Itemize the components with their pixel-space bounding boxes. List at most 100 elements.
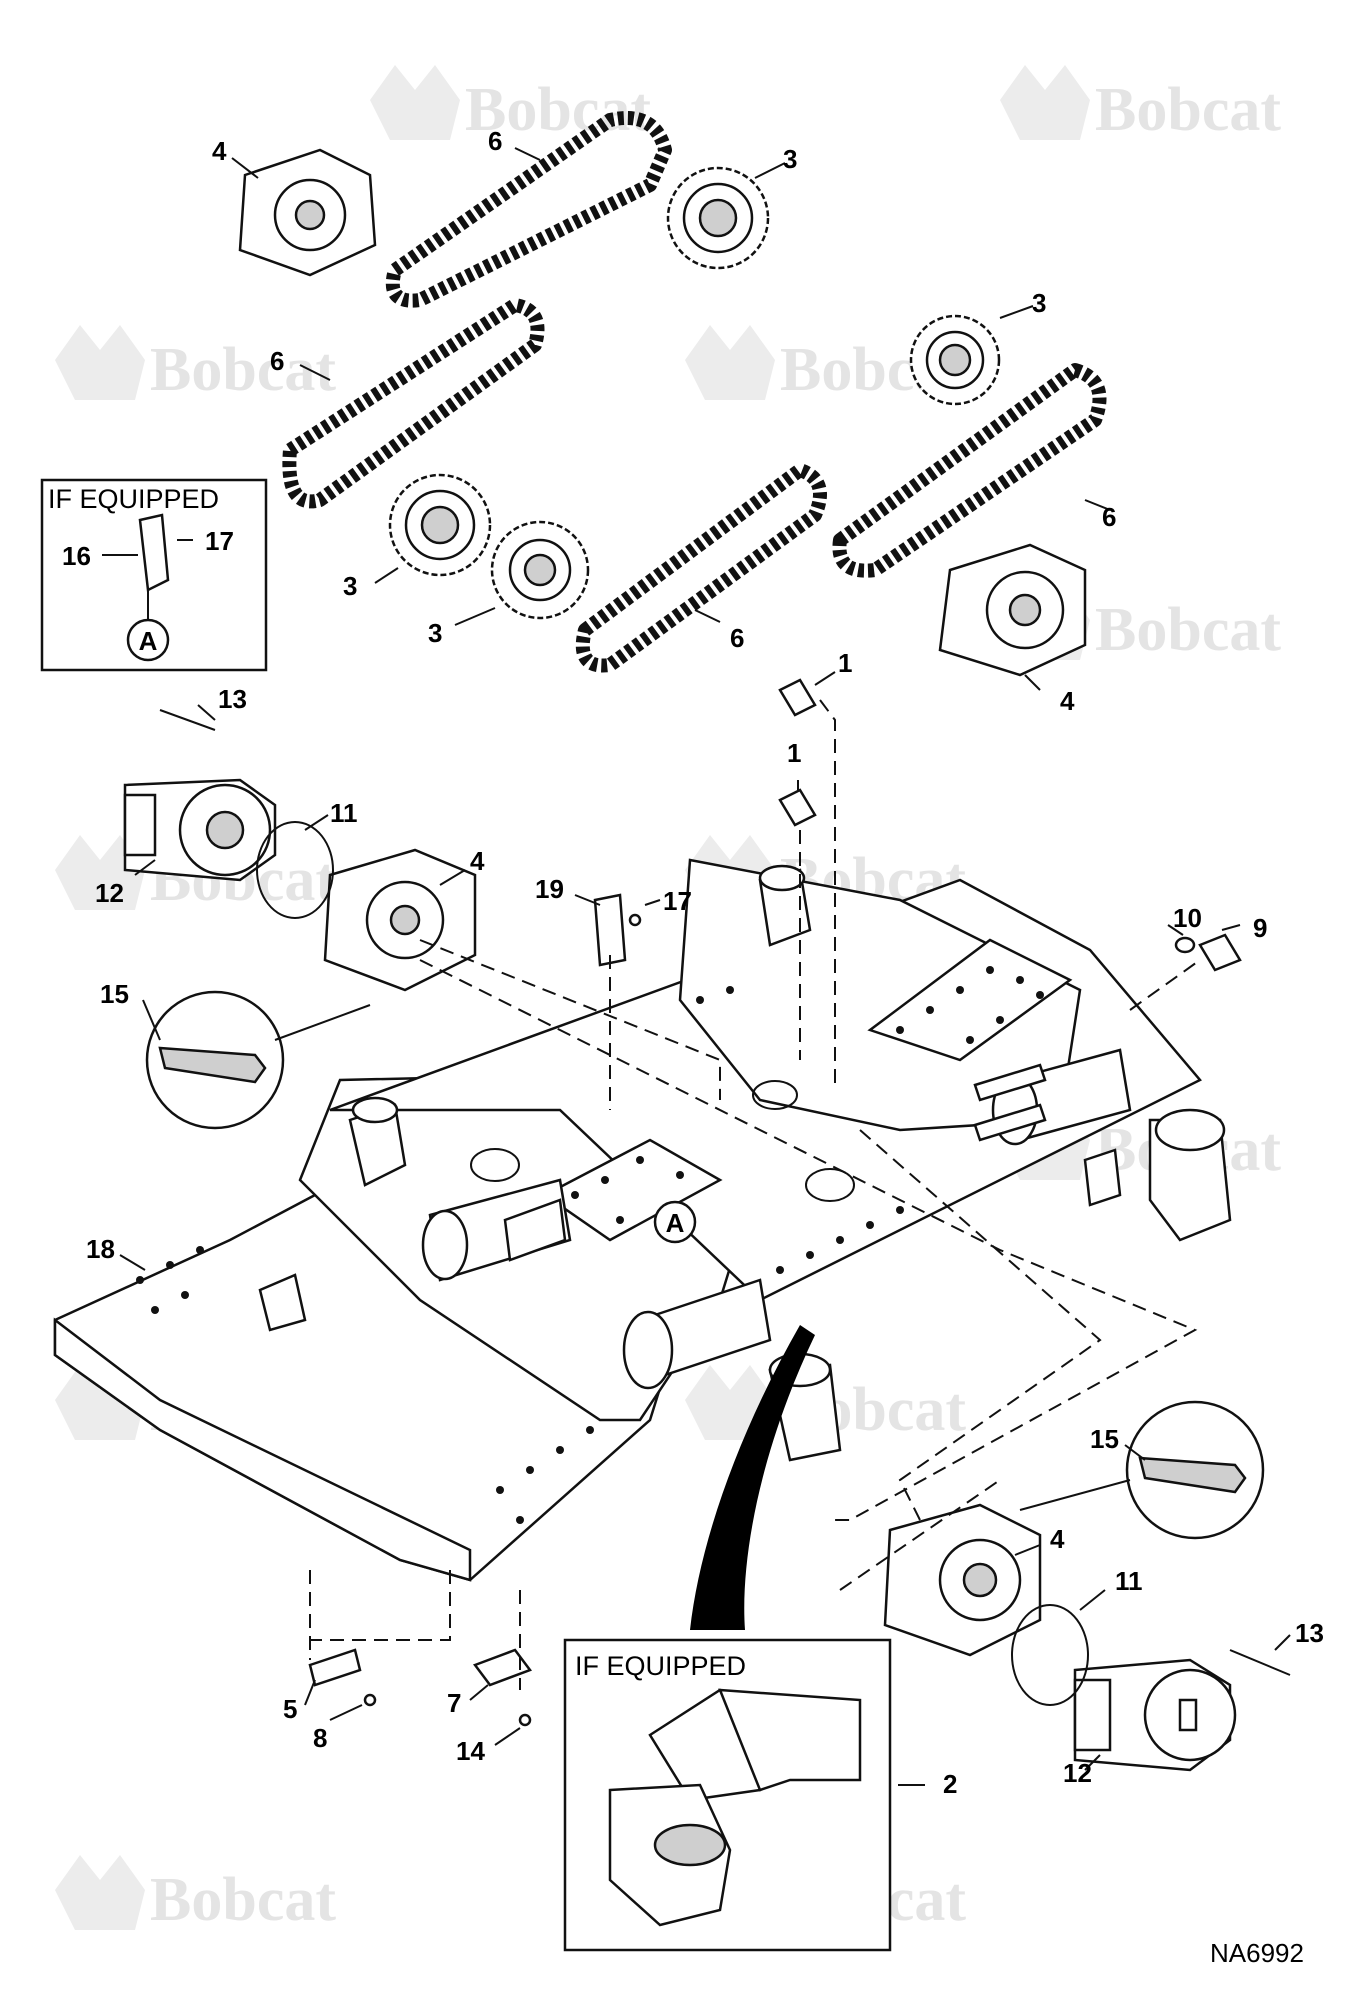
callout-3-top: 3 (783, 144, 797, 174)
gear-cases (238, 148, 1087, 1657)
svg-text:Bobcat: Bobcat (1095, 76, 1281, 144)
svg-text:Bobcat: Bobcat (150, 336, 336, 404)
callout-15-right: 15 (1090, 1424, 1119, 1454)
inset-frame-wall (718, 1688, 862, 1792)
cross-tube-rear-end (622, 1310, 674, 1390)
ref-letter-inset: A (139, 626, 158, 656)
callout-12-left: 12 (95, 878, 124, 908)
callout-3-lower-left: 3 (343, 571, 357, 601)
pin-left (159, 709, 216, 731)
callout-6-left: 6 (270, 346, 284, 376)
callouts: 4 6 3 6 3 6 3 3 6 4 1 1 13 11 4 12 19 17… (62, 126, 1324, 1799)
watermark-12: Bobcat (55, 1855, 336, 1934)
bolt-upper (778, 678, 817, 717)
frame-bracket-left (258, 1273, 307, 1332)
gearcase-top-right (938, 543, 1087, 677)
sprocket-upper-right (909, 314, 1001, 406)
callout-18: 18 (86, 1234, 115, 1264)
callout-19: 19 (535, 874, 564, 904)
svg-text:Bobcat: Bobcat (465, 76, 651, 144)
callout-2: 2 (943, 1769, 957, 1799)
callout-3-lower-center: 3 (428, 618, 442, 648)
callout-6-right: 6 (1102, 502, 1116, 532)
frame-window-left (470, 1148, 520, 1182)
drawing-code: NA6992 (1210, 1938, 1304, 1968)
callout-11-left: 11 (330, 798, 358, 828)
gearcase-lower-right (883, 1503, 1042, 1657)
cover-bolts-right (896, 966, 1044, 1044)
main-frame (53, 858, 1232, 1582)
callout-1-upper: 1 (838, 648, 852, 678)
cover-bolts-center (571, 1156, 684, 1224)
plate-5 (308, 1648, 362, 1687)
gearcase-left (323, 848, 477, 992)
drive-chains (282, 111, 1107, 673)
clip-9 (1198, 933, 1242, 972)
callout-14: 14 (456, 1736, 485, 1766)
watermark-2: Bobcat (1000, 65, 1281, 144)
callout-9: 9 (1253, 913, 1267, 943)
callout-17-mid: 17 (663, 886, 692, 916)
axle-housing-right (1148, 1108, 1232, 1242)
frame-window-center (752, 1080, 798, 1110)
callout-5: 5 (283, 1694, 297, 1724)
inset-bracket (138, 513, 170, 592)
inset-housing-bore (653, 1823, 727, 1867)
inset-bottom-title: IF EQUIPPED (575, 1651, 746, 1681)
chain-left (282, 298, 545, 509)
frame-gusset-right (973, 1063, 1047, 1102)
callout-6-center: 6 (730, 623, 744, 653)
callout-4-top-left: 4 (212, 136, 227, 166)
motor-right (1073, 1658, 1237, 1772)
leader-lines (119, 147, 1291, 1771)
svg-text:Bobcat: Bobcat (150, 1866, 336, 1934)
callout-8: 8 (313, 1723, 327, 1753)
axle-housing-left (348, 1096, 407, 1187)
frame-bracket-center (503, 1198, 567, 1262)
chain-right (832, 363, 1107, 578)
bolt-lower (778, 788, 817, 827)
callout-13-right: 13 (1295, 1618, 1324, 1648)
callout-15-left: 15 (100, 979, 129, 1009)
callout-7: 7 (447, 1688, 461, 1718)
callout-17-inset: 17 (205, 526, 234, 556)
screw-14 (518, 1713, 532, 1727)
screw-17-mid (628, 913, 642, 927)
bushing-10 (1174, 936, 1196, 954)
frame-gusset-right-2 (973, 1103, 1047, 1142)
sprocket-lower-center (490, 520, 590, 620)
sprocket-lower-left (388, 473, 492, 577)
callout-4-lower-right: 4 (1050, 1524, 1065, 1554)
plate-7 (472, 1648, 533, 1687)
motor-left (123, 778, 277, 882)
inset-top-title: IF EQUIPPED (48, 484, 219, 514)
top-cover-center (542, 1138, 723, 1242)
inset-bottom-box: IF EQUIPPED (563, 1638, 925, 1952)
frame-bracket-right (1083, 1148, 1122, 1207)
callout-12-right: 12 (1063, 1758, 1092, 1788)
callout-1-lower: 1 (787, 738, 801, 768)
ref-letter-frame: A (666, 1208, 685, 1238)
svg-text:Bobcat: Bobcat (1095, 596, 1281, 664)
grease-callout-left (145, 990, 371, 1130)
grease-callout-right (1019, 1400, 1265, 1540)
cross-tube-left-end (421, 1209, 469, 1281)
gearcase-top-left (238, 148, 377, 277)
sprockets (388, 166, 1001, 620)
frame-window-right (805, 1168, 855, 1202)
watermark-1: Bobcat (370, 65, 651, 144)
ref-circle-inset (126, 618, 170, 662)
watermark-3: Bobcat (55, 325, 336, 404)
inset-top-box: IF EQUIPPED A (40, 478, 268, 672)
o-ring-left (256, 821, 334, 919)
chain-center (575, 463, 827, 673)
callout-4-left: 4 (470, 846, 485, 876)
callout-6-top: 6 (488, 126, 502, 156)
callout-11-right: 11 (1115, 1566, 1143, 1596)
axle-housing-upper (758, 864, 812, 947)
inset-pointer (690, 1325, 815, 1630)
chain-upper-left (385, 111, 672, 308)
frame-holes (136, 986, 904, 1524)
callout-4-top-right: 4 (1060, 686, 1075, 716)
